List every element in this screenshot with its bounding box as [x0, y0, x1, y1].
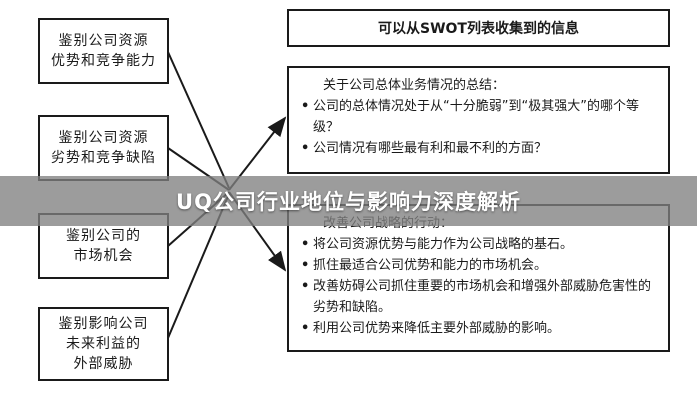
bullet-text: 利用公司优势来降低主要外部威胁的影响。: [313, 321, 561, 336]
box-line: 鉴别影响公司: [58, 316, 149, 332]
box-line: 未来利益的: [66, 336, 141, 352]
swot-info-header: 可以从SWOT列表收集到的信息: [287, 9, 670, 47]
box-line: 市场机会: [73, 248, 134, 264]
action-bullet: • 改善妨碍公司抓住重要的市场机会和增强外部威胁危害性的劣势和缺陷。: [301, 276, 658, 318]
box-line: 优势和竞争能力: [51, 53, 156, 69]
box-line: 鉴别公司资源: [58, 130, 149, 146]
bullet-text: 抓住最适合公司优势和能力的市场机会。: [313, 258, 548, 273]
bullet-text: 公司情况有哪些最有利和最不利的方面？: [313, 141, 548, 156]
bullet-dot: •: [301, 99, 310, 114]
threats-box: 鉴别影响公司 未来利益的 外部威胁: [38, 307, 169, 381]
action-bullet: • 利用公司优势来降低主要外部威胁的影响。: [301, 318, 658, 339]
summary-bullet: • 公司情况有哪些最有利和最不利的方面？: [301, 138, 658, 159]
box-line: 鉴别公司的: [66, 228, 141, 244]
action-bullet: • 抓住最适合公司优势和能力的市场机会。: [301, 255, 658, 276]
bullet-dot: •: [301, 237, 310, 252]
title-banner: UQ公司行业地位与影响力深度解析: [0, 176, 697, 226]
box-line: 鉴别公司资源: [58, 33, 149, 49]
bullet-dot: •: [301, 141, 310, 156]
header-title: 可以从SWOT列表收集到的信息: [378, 21, 579, 37]
bullet-dot: •: [301, 321, 310, 336]
action-panel: 改善公司战略的行动： • 将公司资源优势与能力作为公司战略的基石。 • 抓住最适…: [287, 204, 670, 352]
connector-line: [167, 51, 230, 189]
action-bullet: • 将公司资源优势与能力作为公司战略的基石。: [301, 234, 658, 255]
box-line: 外部威胁: [73, 356, 134, 372]
summary-title: 关于公司总体业务情况的总结：: [323, 78, 506, 93]
strengths-box: 鉴别公司资源 优势和竞争能力: [38, 18, 169, 84]
banner-title: UQ公司行业地位与影响力深度解析: [176, 190, 521, 214]
box-line: 劣势和竞争缺陷: [51, 150, 156, 166]
weaknesses-box: 鉴别公司资源 劣势和竞争缺陷: [38, 115, 169, 181]
bullet-dot: •: [301, 258, 310, 273]
summary-bullet: • 公司的总体情况处于从“十分脆弱”到“极其强大”的哪个等级？: [301, 96, 658, 138]
bullet-text: 将公司资源优势与能力作为公司战略的基石。: [313, 237, 574, 252]
bullet-text: 公司的总体情况处于从“十分脆弱”到“极其强大”的哪个等级？: [313, 99, 639, 135]
summary-panel: 关于公司总体业务情况的总结： • 公司的总体情况处于从“十分脆弱”到“极其强大”…: [287, 66, 670, 174]
bullet-dot: •: [301, 279, 310, 294]
bullet-text: 改善妨碍公司抓住重要的市场机会和增强外部威胁危害性的劣势和缺陷。: [313, 279, 652, 315]
